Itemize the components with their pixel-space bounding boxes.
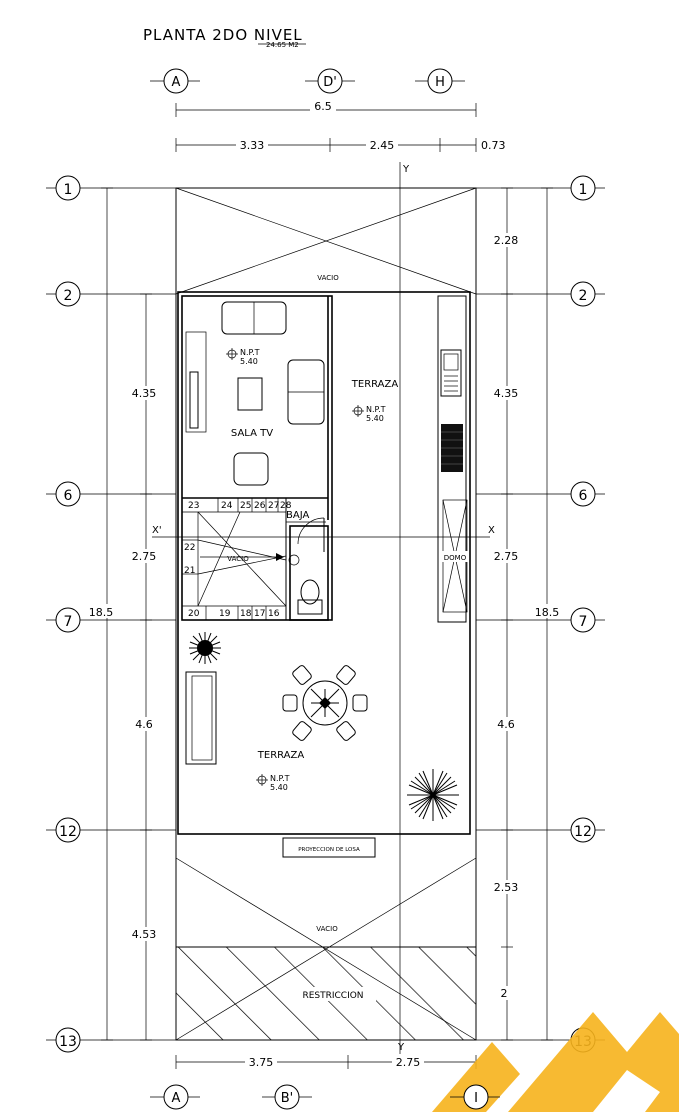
svg-text:3.75: 3.75 [249, 1056, 274, 1069]
svg-text:VACIO: VACIO [317, 274, 339, 282]
terraza-2-label: TERRAZA [257, 750, 305, 761]
svg-text:19: 19 [219, 609, 231, 619]
right-dimensions: 18.5 2.28 4.35 2.75 4.6 2.53 2 [490, 187, 562, 1041]
svg-text:Y: Y [402, 164, 410, 175]
svg-text:2.75: 2.75 [494, 550, 519, 563]
svg-text:4.35: 4.35 [494, 387, 519, 400]
svg-text:2.53: 2.53 [494, 881, 519, 894]
svg-text:N.P.T: N.P.T [270, 774, 290, 783]
svg-text:2: 2 [579, 288, 588, 304]
svg-text:12: 12 [574, 824, 592, 840]
svg-text:26: 26 [254, 501, 266, 511]
top-axis-a: A [150, 68, 200, 94]
bottom-axis-i: I [450, 1084, 500, 1110]
level-marker-sala: N.P.T 5.40 [226, 348, 260, 366]
svg-text:6: 6 [579, 488, 588, 504]
bottom-axis-b-prime: B' [262, 1084, 312, 1110]
svg-text:5.40: 5.40 [366, 414, 384, 423]
svg-text:5.40: 5.40 [270, 783, 288, 792]
svg-text:2: 2 [64, 288, 73, 304]
svg-text:N.P.T: N.P.T [366, 405, 386, 414]
section-line-y: Y Y [397, 162, 410, 1054]
svg-text:X': X' [152, 525, 162, 536]
watermark-logo [432, 1012, 679, 1112]
svg-text:17: 17 [254, 609, 265, 619]
svg-text:4.35: 4.35 [132, 387, 157, 400]
slab-projection-label: PROYECCION DE LOSA [298, 847, 360, 853]
svg-text:2.28: 2.28 [494, 234, 519, 247]
svg-text:1: 1 [64, 182, 73, 198]
svg-text:18.5: 18.5 [535, 606, 560, 619]
svg-text:23: 23 [188, 501, 199, 511]
svg-text:H: H [435, 75, 445, 90]
svg-text:VACIO: VACIO [316, 925, 338, 933]
domo-label: DOMO [444, 554, 467, 562]
plan-area: 24.65 M2 [266, 41, 299, 49]
top-axis-h: H [415, 68, 465, 94]
svg-text:6.5: 6.5 [314, 100, 332, 113]
void-top: VACIO [175, 187, 477, 295]
top-total-dimension: 6.5 [175, 100, 477, 117]
svg-text:N.P.T: N.P.T [240, 348, 260, 357]
svg-text:16: 16 [268, 609, 280, 619]
level-marker-terraza-2: N.P.T 5.40 [256, 774, 290, 792]
slab-outline [177, 291, 471, 835]
svg-text:2.75: 2.75 [396, 1056, 421, 1069]
svg-text:3.33: 3.33 [240, 139, 265, 152]
svg-text:27: 27 [268, 501, 279, 511]
kitchenette-counter [437, 295, 468, 623]
svg-text:4.53: 4.53 [132, 928, 157, 941]
left-dimensions: 18.5 4.35 2.75 4.6 4.53 [86, 187, 160, 1041]
svg-text:6: 6 [64, 488, 73, 504]
svg-text:7: 7 [64, 614, 73, 630]
svg-text:13: 13 [59, 1034, 77, 1050]
row-axes-left: 1 2 6 7 12 13 [46, 175, 176, 1053]
bottom-dimensions: 3.75 2.75 [175, 1055, 477, 1069]
sala-tv-label: SALA TV [231, 428, 273, 439]
svg-text:Y: Y [397, 1042, 405, 1053]
bottom-axis-a: A [150, 1084, 200, 1110]
svg-text:1: 1 [579, 182, 588, 198]
svg-text:24: 24 [221, 501, 233, 511]
terraza-2-area [185, 632, 459, 821]
svg-text:4.6: 4.6 [497, 718, 515, 731]
svg-text:A: A [172, 1091, 181, 1106]
slab-projection [282, 837, 376, 858]
svg-text:2.45: 2.45 [370, 139, 395, 152]
svg-text:5.40: 5.40 [240, 357, 258, 366]
svg-text:25: 25 [240, 501, 251, 511]
svg-text:7: 7 [579, 614, 588, 630]
svg-text:A: A [172, 75, 181, 90]
restriction-zone [175, 946, 477, 1041]
baja-label: BAJA [286, 510, 309, 521]
svg-text:X: X [488, 525, 495, 536]
level-marker-terraza-1: N.P.T 5.40 [352, 405, 386, 423]
restriction-label: RESTRICCION [302, 991, 363, 1001]
svg-text:D': D' [323, 75, 337, 90]
svg-text:18: 18 [240, 609, 252, 619]
staircase: 23 24 25 26 27 28 22 21 20 19 18 17 16 [181, 497, 292, 621]
svg-text:4.6: 4.6 [135, 718, 153, 731]
top-partial-dimensions: 3.33 2.45 0.73 [175, 138, 506, 152]
svg-text:2: 2 [501, 987, 508, 1000]
svg-text:I: I [474, 1091, 478, 1106]
svg-text:22: 22 [184, 543, 195, 553]
stair-void-label: VACIO [227, 555, 249, 563]
sala-tv-room [181, 295, 333, 621]
section-line-x: X' X [152, 525, 495, 538]
svg-text:2.75: 2.75 [132, 550, 157, 563]
svg-text:B': B' [281, 1091, 294, 1106]
svg-text:0.73: 0.73 [481, 139, 506, 152]
svg-text:20: 20 [188, 609, 200, 619]
top-axis-d-prime: D' [305, 68, 355, 94]
svg-text:12: 12 [59, 824, 77, 840]
bathroom [288, 517, 329, 621]
svg-text:18.5: 18.5 [89, 606, 114, 619]
svg-text:28: 28 [280, 501, 292, 511]
svg-text:21: 21 [184, 566, 195, 576]
plan-title: PLANTA 2DO NIVEL [143, 26, 303, 44]
terraza-1-label: TERRAZA [351, 379, 399, 390]
